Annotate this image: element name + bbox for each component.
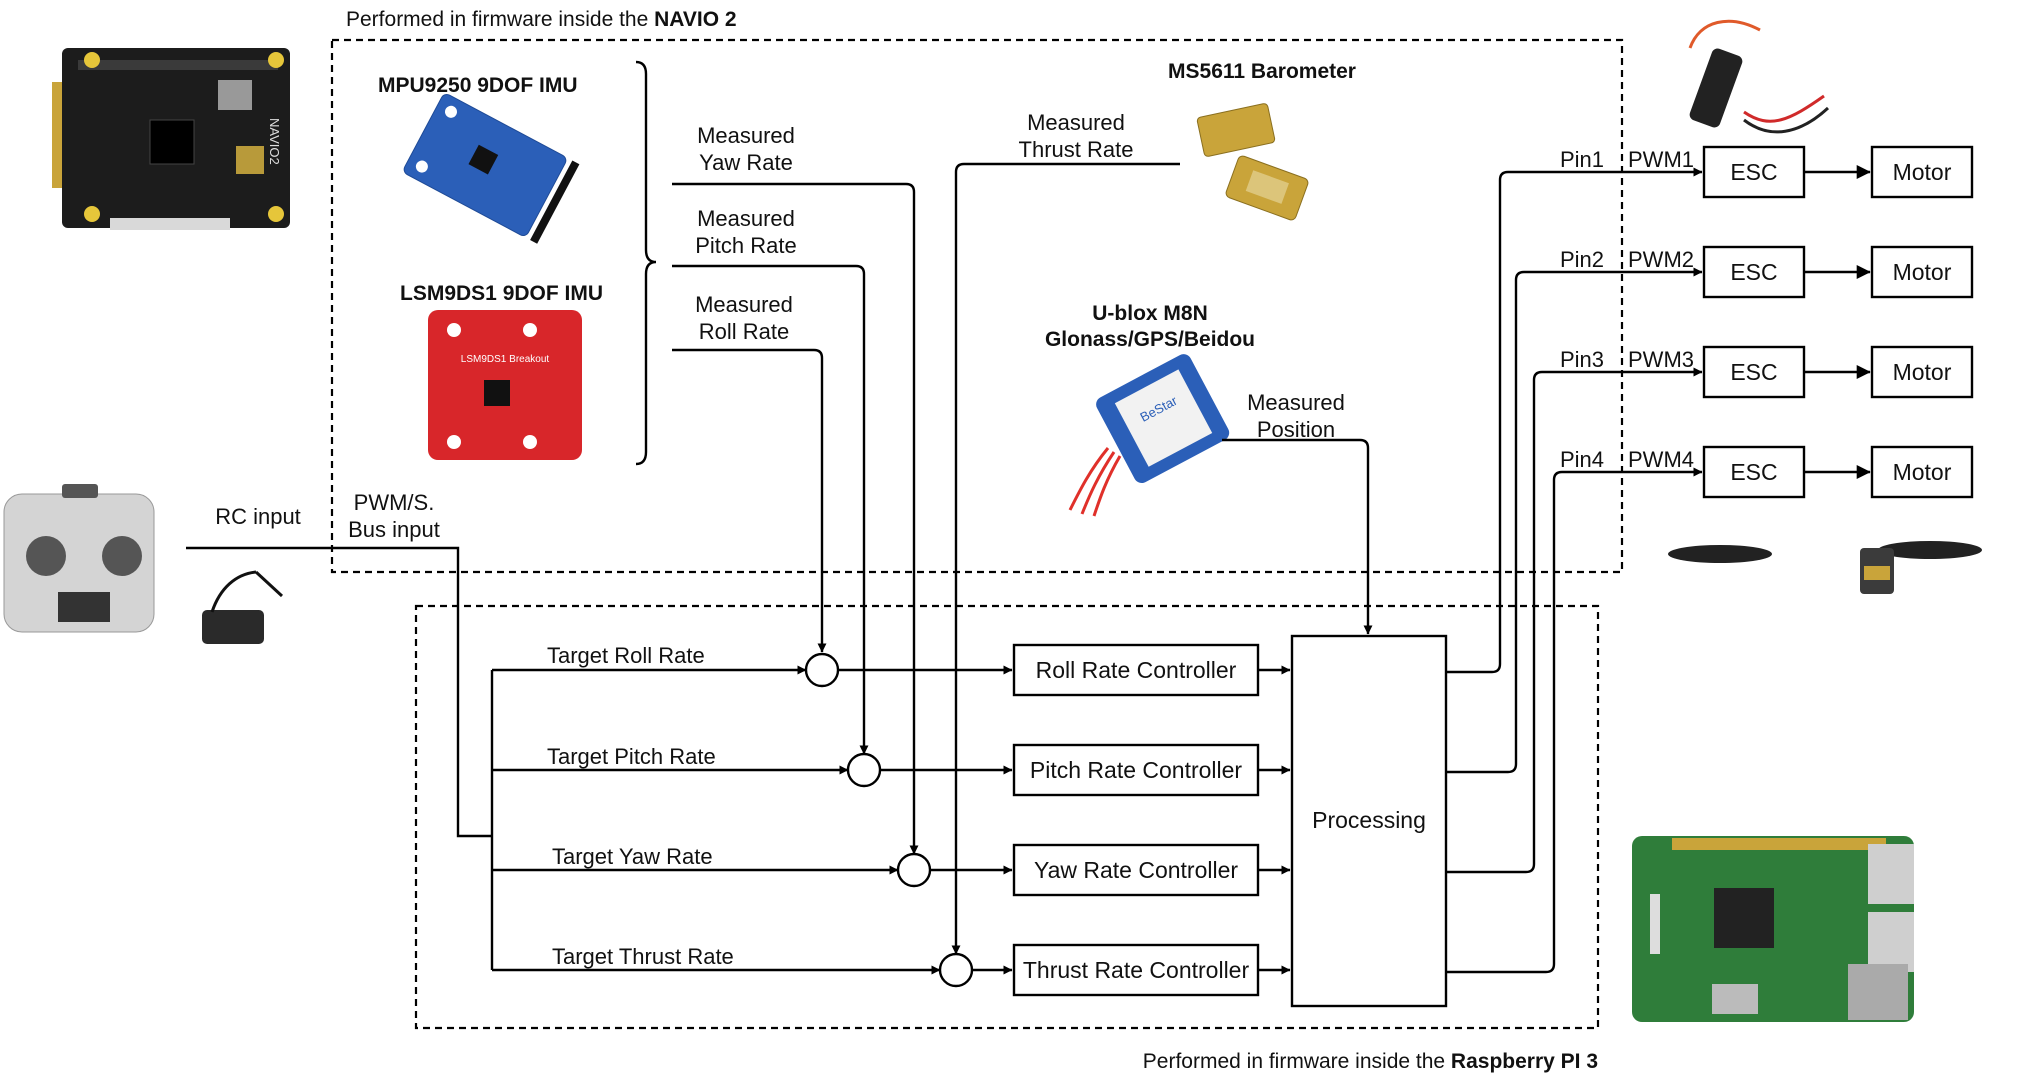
pwm3-label: PWM3 [1628,347,1694,372]
yaw-rate-controller-label: Yaw Rate Controller [1034,857,1238,883]
pin3-label: Pin3 [1560,347,1604,372]
measured-thrust-rate-line2: Thrust Rate [1019,137,1134,162]
target-pitch-rate-label: Target Pitch Rate [547,744,716,769]
motor-box-1 [1870,145,1974,199]
navio2-board-text: NAVIO2 [267,118,282,165]
esc-box-3 [1702,345,1806,399]
ms5611-sensor-picture [1196,103,1309,221]
motor-box-2 [1870,245,1974,299]
pwm1-label: PWM1 [1628,147,1694,172]
navio-caption-name: NAVIO 2 [654,8,736,31]
navio-firmware-region [330,38,1624,574]
esc-label-3: ESC [1730,359,1777,385]
rpi-region-caption: Performed in firmware inside the Raspber… [1143,1050,1598,1073]
ms5611-label: MS5611 Barometer [1168,60,1356,83]
pitch-summing-junction [846,752,882,788]
raspberry-pi-board-picture [1632,836,1914,1022]
rc-input-label: RC input [215,504,301,529]
mpu9250-board-picture [403,94,580,244]
target-yaw-rate-label: Target Yaw Rate [552,844,713,869]
target-roll-rate-label: Target Roll Rate [547,643,705,668]
motor-propeller-picture [1668,541,1982,594]
gps-label-line1: U-blox M8N [1092,302,1208,325]
gps-label-line2: Glonass/GPS/Beidou [1045,328,1255,351]
measured-yaw-rate-line2: Yaw Rate [699,150,793,175]
motor-label-2: Motor [1893,259,1952,285]
rpi-caption-prefix: Performed in firmware inside the [1143,1050,1451,1073]
esc-label-4: ESC [1730,459,1777,485]
pwm2-output-wire [1446,267,1703,774]
target-thrust-rate-label: Target Thrust Rate [552,944,734,969]
pwm1-output-wire [1446,167,1703,674]
measured-yaw-rate-line1: Measured [697,123,795,148]
pin2-label: Pin2 [1560,247,1604,272]
roll-rate-controller-label: Roll Rate Controller [1036,657,1237,683]
motor-box-3 [1870,345,1974,399]
measured-pitch-rate-wire [672,264,869,755]
esc-label-1: ESC [1730,159,1777,185]
thrust-rate-controller-label: Thrust Rate Controller [1023,957,1250,983]
yaw-rate-controller-box [1012,843,1260,897]
esc-box-2 [1702,245,1806,299]
pwm4-output-wire [1446,467,1703,974]
processing-label: Processing [1312,807,1426,833]
measured-roll-rate-line2: Roll Rate [699,319,789,344]
motor-label-1: Motor [1893,159,1952,185]
thrust-summing-junction [938,952,974,988]
pitch-rate-controller-box [1012,743,1260,797]
pwm-bus-input-label-line1: PWM/S. [354,490,435,515]
motor-label-3: Motor [1893,359,1952,385]
measured-thrust-rate-line1: Measured [1027,110,1125,135]
lsm9ds1-label: LSM9DS1 9DOF IMU [400,282,603,305]
roll-rate-controller-box [1012,643,1260,697]
lsm9ds1-board-text: LSM9DS1 Breakout [461,354,550,365]
imu-group-brace [635,60,657,466]
pwm3-output-wire [1446,367,1703,874]
measured-thrust-rate-wire [951,162,1180,955]
mpu9250-label: MPU9250 9DOF IMU [378,74,578,97]
yaw-summing-junction [896,852,932,888]
measured-position-wire [1222,438,1373,635]
navio-caption-prefix: Performed in firmware inside the [346,8,654,31]
rpi-firmware-region [414,604,1600,1030]
measured-pitch-rate-line2: Pitch Rate [695,233,797,258]
navio2-board-picture: NAVIO2 [52,48,290,230]
navio-region-caption: Performed in firmware inside the NAVIO 2 [346,8,737,31]
rc-input-wire [186,546,492,838]
esc-label-2: ESC [1730,259,1777,285]
processing-box [1290,634,1448,1008]
measured-pitch-rate-line1: Measured [697,206,795,231]
rpi-caption-name: Raspberry PI 3 [1451,1050,1598,1073]
roll-summing-junction [804,652,840,688]
measured-roll-rate-line1: Measured [695,292,793,317]
gps-module-picture: BeStar [1068,354,1230,517]
pwm2-label: PWM2 [1628,247,1694,272]
esc-picture [1688,19,1830,134]
motor-box-4 [1870,445,1974,499]
pwm-bus-input-label-line2: Bus input [348,517,440,542]
motor-label-4: Motor [1893,459,1952,485]
rc-receiver-picture [202,570,284,644]
pitch-rate-controller-label: Pitch Rate Controller [1030,757,1243,783]
pin4-label: Pin4 [1560,447,1604,472]
pin1-label: Pin1 [1560,147,1604,172]
measured-position-line1: Measured [1247,390,1345,415]
measured-yaw-rate-wire [672,182,919,855]
measured-position-line2: Position [1257,417,1335,442]
rc-transmitter-picture [3,484,155,633]
lsm9ds1-board-picture: LSM9DS1 Breakout [428,310,582,460]
pwm4-label: PWM4 [1628,447,1694,472]
measured-roll-rate-wire [672,348,827,653]
